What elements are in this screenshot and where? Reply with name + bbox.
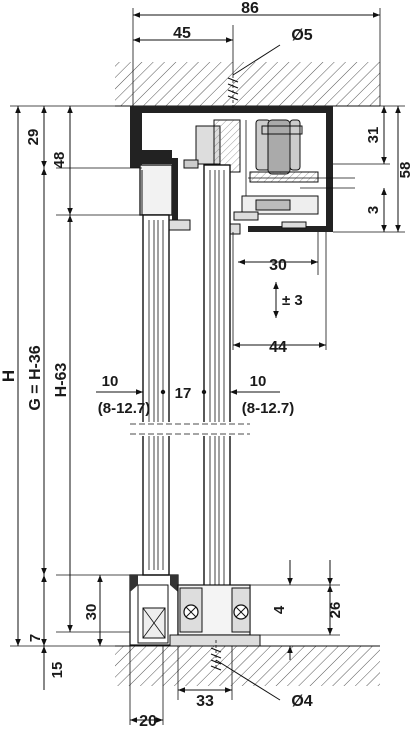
dim-guide-height: 30 [83,604,100,621]
dim-track-full-height: 58 [397,162,414,179]
dim-half-width: 45 [173,25,191,42]
bottom-guide-right [169,584,261,647]
dim-glass-right: 10 [250,373,267,390]
center-point-right [201,389,207,395]
dim-floor-depth: 15 [49,662,66,679]
dim-g-height: G = H-36 [27,345,44,410]
center-point-left [160,389,166,395]
dim-guide-right-height: 26 [327,602,344,619]
dim-guide-width: 33 [196,693,214,710]
dimension-lines [15,12,401,723]
ceiling [115,62,380,107]
dim-glass-left: 10 [102,373,119,390]
dim-adjust: ± 3 [282,292,303,309]
dim-glass-right-range: (8-12.7) [242,400,295,417]
panel-break-lines [130,422,250,436]
dim-panel-offset: 48 [51,152,68,169]
dim-screw-bottom: Ø4 [291,693,312,710]
dim-bottom-width: 20 [139,713,157,730]
dim-screw-top: Ø5 [291,27,312,44]
dim-carrier-width: 44 [269,339,287,356]
screw-top [227,75,239,108]
bottom-guide-left [129,574,179,646]
dim-guide-small: 4 [271,605,288,614]
dim-floor-gap: 7 [27,634,44,642]
dim-glass-left-range: (8-12.7) [98,400,151,417]
dim-top-width: 86 [241,0,259,17]
glass-panel-right [203,164,231,636]
dim-rail-width: 30 [269,257,287,274]
glass-panel-left [142,214,170,576]
dim-gap-small: 3 [365,206,382,214]
dim-track-height: 29 [25,129,42,146]
screw-bottom [210,640,222,671]
dim-roller-height: 31 [365,127,382,144]
top-track-profile [130,106,333,232]
dim-panel-height: H-63 [53,363,70,398]
dim-center-spacing: 17 [175,385,192,402]
dim-overall-height: H [0,370,18,382]
roller-carrier [167,119,355,235]
